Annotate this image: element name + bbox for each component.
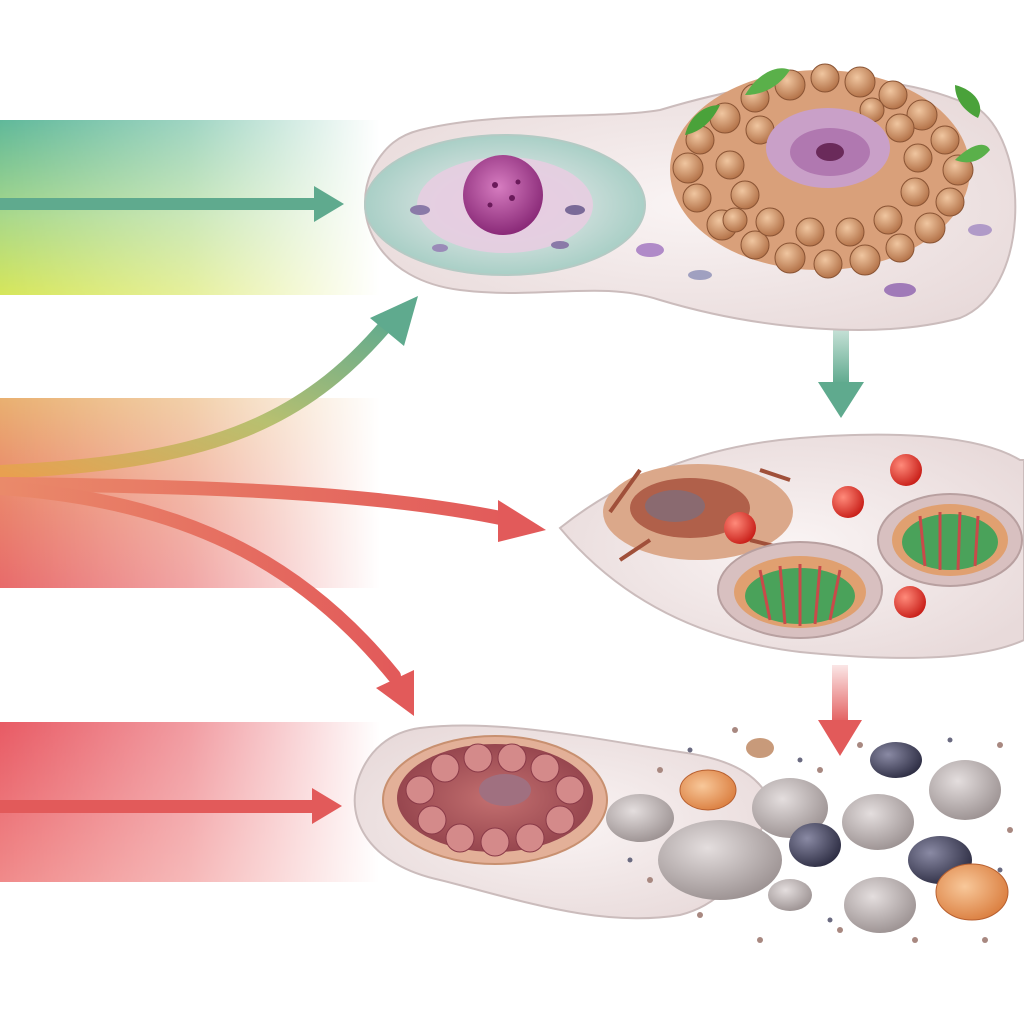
arrow-to-middle-cell xyxy=(0,477,546,542)
debris-cluster xyxy=(606,727,1013,943)
mitochondrion-icon xyxy=(717,541,883,639)
cell-bottom xyxy=(353,724,1013,943)
purple-nucleus-icon xyxy=(463,155,543,235)
cell-middle xyxy=(558,433,1024,659)
arrow-bottom-straight xyxy=(0,788,342,824)
cell-top xyxy=(364,63,1017,331)
mitochondrion-icon-right xyxy=(877,493,1023,587)
arrow-down-middle-to-bottom xyxy=(818,665,862,756)
red-granules xyxy=(724,454,926,618)
arrow-curve-to-top-cell xyxy=(0,296,418,479)
arrow-top-straight xyxy=(0,186,344,222)
arrow-curve-to-bottom-cell xyxy=(0,481,414,716)
